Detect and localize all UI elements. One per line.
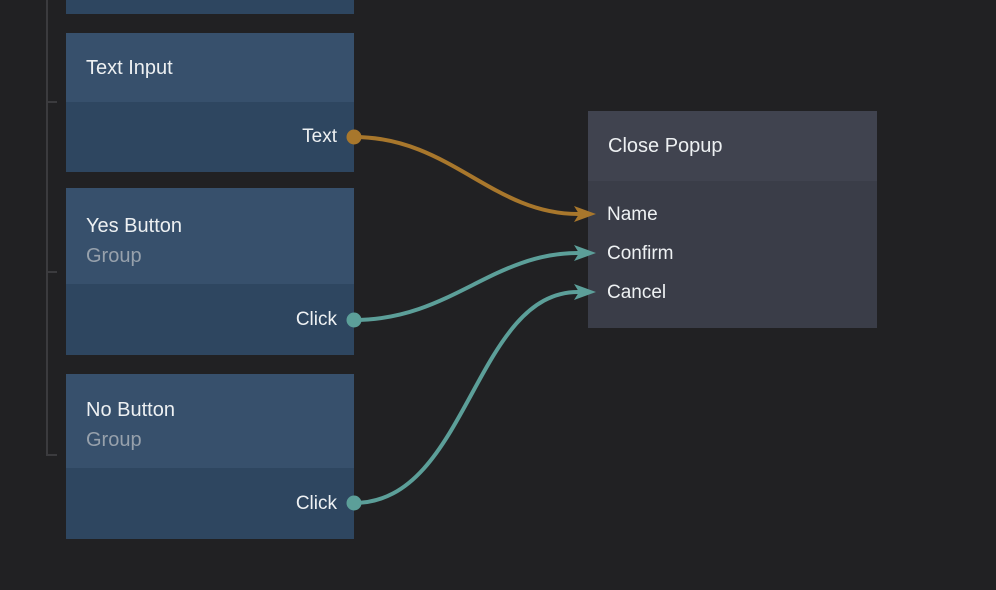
output-port-label-text: Text	[302, 126, 337, 147]
input-port-label-name: Name	[607, 203, 658, 225]
node-yes-button[interactable]: Yes Button Group Click	[66, 188, 354, 355]
node-text-input-header: Text Input	[66, 33, 354, 102]
hierarchy-bracket-tick	[46, 454, 57, 456]
node-subtitle: Group	[86, 245, 142, 267]
output-port-label-click: Click	[295, 308, 337, 330]
node-clipped-top[interactable]	[66, 0, 354, 14]
wire-text-to-name[interactable]	[352, 135, 580, 216]
node-text-input-body: Text	[66, 102, 354, 172]
node-no-button-header: No Button Group	[66, 374, 354, 468]
node-title: No Button	[86, 399, 175, 421]
input-port-row-name[interactable]: Name	[588, 195, 877, 234]
wire-arrowhead-cancel	[574, 284, 596, 300]
input-port-label-confirm: Confirm	[607, 242, 674, 264]
node-subtitle: Group	[86, 429, 142, 451]
hierarchy-bracket-tick	[46, 101, 57, 103]
node-close-popup[interactable]: Close Popup Name Confirm Cancel	[588, 111, 877, 328]
wire-arrowhead-confirm	[574, 245, 596, 261]
output-port-dot-no-click[interactable]	[346, 495, 362, 511]
node-title: Close Popup	[608, 135, 723, 157]
node-no-button[interactable]: No Button Group Click	[66, 374, 354, 539]
wire-arrowhead-name	[574, 206, 596, 222]
hierarchy-bracket-line	[46, 0, 48, 456]
hierarchy-bracket-tick	[46, 271, 57, 273]
node-close-popup-header: Close Popup	[588, 111, 877, 181]
node-close-popup-body: Name Confirm Cancel	[588, 181, 877, 328]
output-port-dot-yes-click[interactable]	[346, 312, 362, 328]
node-no-button-body: Click	[66, 468, 354, 539]
output-port-dot-text[interactable]	[346, 129, 362, 145]
input-port-row-confirm[interactable]: Confirm	[588, 234, 877, 273]
node-text-input[interactable]: Text Input Text	[66, 33, 354, 172]
input-port-label-cancel: Cancel	[607, 281, 667, 303]
wire-noclick-to-cancel[interactable]	[352, 290, 580, 505]
node-yes-button-body: Click	[66, 284, 354, 355]
node-title: Text Input	[86, 56, 173, 79]
output-port-label-click: Click	[295, 492, 337, 514]
input-port-row-cancel[interactable]: Cancel	[588, 273, 877, 312]
node-title: Yes Button	[86, 215, 183, 237]
wire-yesclick-to-confirm[interactable]	[352, 251, 580, 322]
node-yes-button-header: Yes Button Group	[66, 188, 354, 284]
